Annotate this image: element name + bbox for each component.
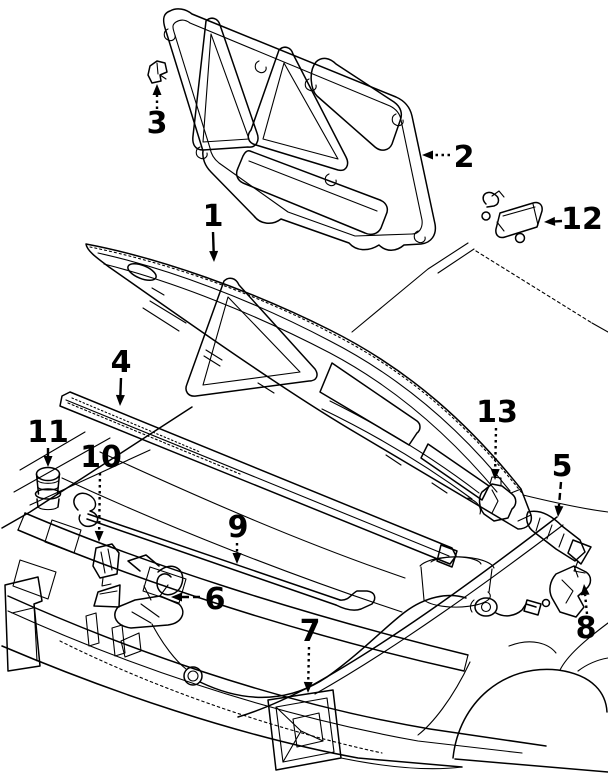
callout-9-arrow-head [232,553,242,564]
hood-latch-drawing [93,554,184,629]
hood-hinge-drawing [525,510,592,574]
callout-2-label: 2 [454,140,475,175]
callout-13: 13 [476,395,518,480]
callout-5-arrow-head [554,505,564,517]
callout-11-arrow-head [43,456,53,467]
callout-10: 10 [80,440,122,542]
callout-3: 3 [147,84,168,141]
callout-7-label: 7 [300,614,321,649]
callout-1-arrow-head [209,250,219,262]
callout-5-arrow-shaft [557,481,563,507]
cowl-lines-drawing [1,406,406,613]
callout-10-arrow-shaft [97,472,102,532]
windshield-lines-drawing [351,242,608,513]
callout-4-arrow-head [115,394,125,406]
release-cable-drawing [151,594,551,699]
callout-4: 4 [111,345,132,406]
callout-6-arrow-head [171,592,182,602]
callout-12-label: 12 [561,202,603,237]
callout-13-arrow-shaft [494,427,498,470]
callout-3-arrow-head [152,84,162,95]
callout-7: 7 [300,614,321,693]
callout-11: 11 [27,415,69,467]
callout-8-arrow-head [580,584,590,596]
callout-4-label: 4 [111,345,132,380]
callout-2-arrow-head [422,150,433,160]
callout-6-label: 6 [205,582,226,617]
diagram-artwork [1,8,608,773]
insulator-clip-drawing [147,60,168,84]
callout-5-label: 5 [552,449,573,484]
fender-wheel-arch-drawing [237,516,608,759]
hood-panel-drawing [85,243,533,530]
callout-8-label: 8 [576,611,597,646]
front-end-body-drawing [1,512,608,773]
callout-11-label: 11 [27,415,69,450]
callout-1: 1 [203,199,224,262]
callout-7-arrow-shaft [307,646,311,683]
callout-12: 12 [544,202,603,237]
callout-13-arrow-head [490,468,500,480]
callout-4-arrow-shaft [119,377,123,396]
weatherstrip-drawing [59,391,458,568]
hinge-bracket-drawing [478,476,517,522]
callout-1-label: 1 [203,199,224,234]
callout-13-label: 13 [476,395,518,430]
callout-1-arrow-shaft [211,231,215,252]
callout-2: 2 [422,140,474,175]
hood-bumper-drawing [34,466,62,511]
callout-3-label: 3 [147,106,168,141]
callout-10-arrow-head [94,530,104,542]
callout-7-arrow-head [303,681,313,693]
striker-assembly-drawing [481,190,543,244]
callout-12-arrow-head [544,216,556,226]
prop-rod-drawing [73,492,376,611]
callout-10-label: 10 [80,440,122,475]
callout-6: 6 [171,582,225,617]
hinge-mount-drawing [549,565,592,618]
callout-8: 8 [576,584,597,646]
insulator-panel-drawing [162,8,437,251]
callout-9-label: 9 [228,510,249,545]
strut-dome-drawing [419,556,495,608]
callout-9: 9 [228,510,249,564]
callout-5: 5 [552,449,573,517]
